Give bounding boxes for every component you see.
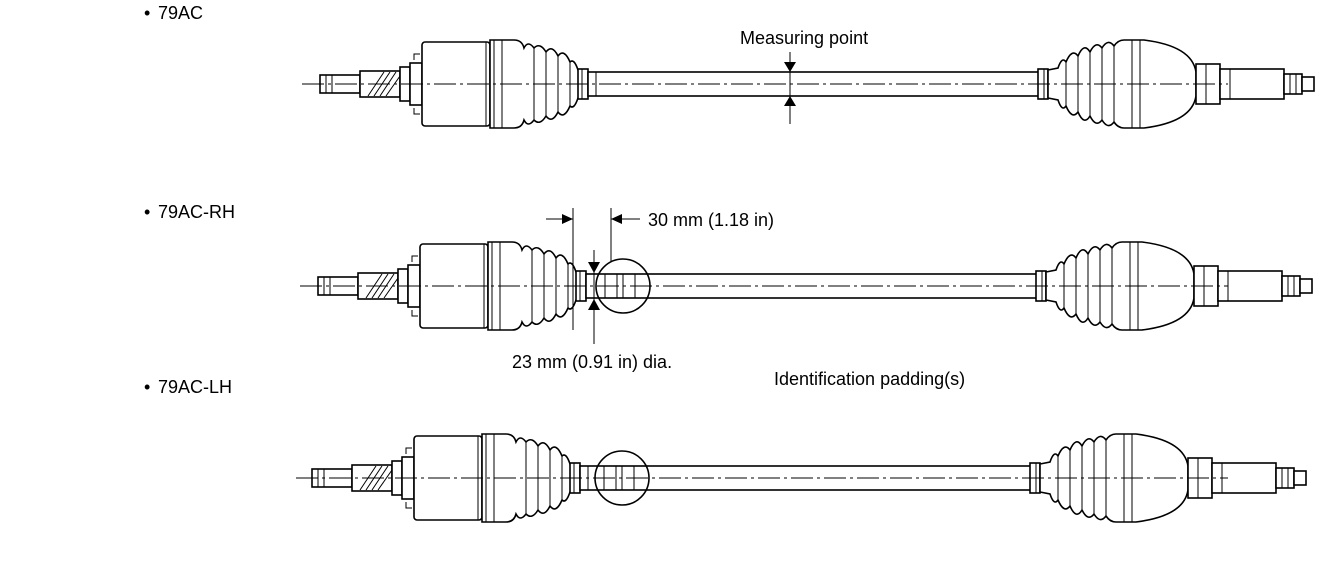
variant-label-79ac: 79AC — [158, 3, 203, 23]
variant-79ac-lh: • 79AC-LH — [144, 377, 1307, 523]
measuring-point-arrows — [784, 52, 796, 124]
measuring-point-label: Measuring point — [740, 28, 868, 48]
variant-bullet: • — [144, 202, 150, 222]
variant-79ac: • 79AC Measuring point — [144, 3, 1315, 129]
length-dimension — [546, 208, 640, 330]
variant-bullet: • — [144, 377, 150, 397]
variant-bullet: • — [144, 3, 150, 23]
variant-label-79ac-lh: 79AC-LH — [158, 377, 232, 397]
variant-79ac-rh: • 79AC-RH 30 mm (1.18 in) 23 mm (0.91 in… — [144, 202, 1313, 389]
diameter-dimension — [588, 250, 600, 344]
variant-label-79ac-rh: 79AC-RH — [158, 202, 235, 222]
identification-padding-label: Identification padding(s) — [774, 369, 965, 389]
diameter-dimension-label: 23 mm (0.91 in) dia. — [512, 352, 672, 372]
length-dimension-label: 30 mm (1.18 in) — [648, 210, 774, 230]
